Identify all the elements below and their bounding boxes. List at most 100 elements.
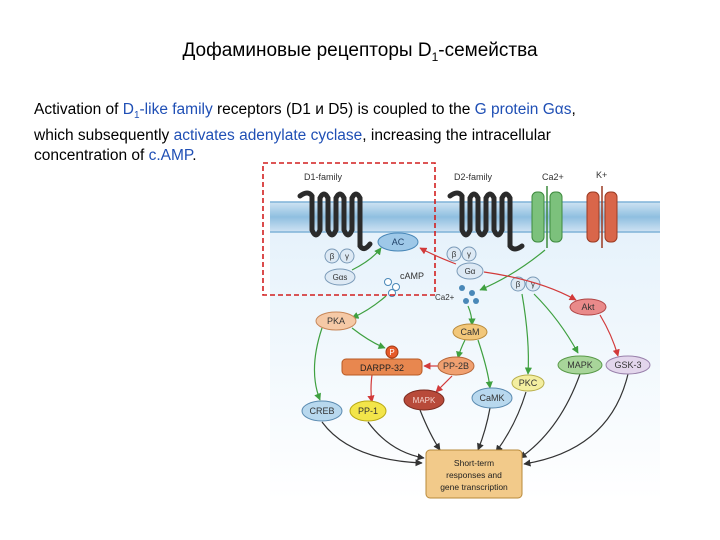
camp-molecule [384,278,392,286]
darpp32-node [341,358,423,376]
free-gamma-label: γ [531,280,535,289]
dopamine-signaling-diagram: D1-family D2-family Ca2+ K+ AC β γ Gαs c… [262,162,660,500]
camp-molecule [392,283,400,291]
camk-label: CaMK [479,393,504,403]
k-channel-label: K+ [596,170,607,180]
gas-label: Gαs [333,273,348,282]
text-segment: receptors (D1 и D5) is coupled to the [212,101,475,118]
pp1-label: PP-1 [358,406,378,416]
text-segment: . [192,147,197,165]
pka-label: PKA [327,316,345,326]
arrow-mapk-green-to-outcome [519,373,581,459]
gsk3-label: GSK-3 [614,360,641,370]
d2-g-gamma [461,246,477,262]
darpp-label: DARPP-32 [360,363,404,373]
creb-label: CREB [309,406,334,416]
arrow-gsk3-to-outcome [523,373,629,467]
arrow-pp2b-to-mapk-red [435,375,453,393]
ac-label: AC [392,237,405,247]
text-segment: concentration of [34,147,149,165]
d1-g-alpha-s [324,268,356,286]
camp-label: cAMP [400,271,424,281]
text-segment: , increasing the intracellular [362,127,551,145]
ca-channel-right [549,191,563,243]
arrow-mapk-red-to-outcome [419,409,441,451]
outcome-line-1: Short-term [454,458,494,468]
k-channel-right [604,191,618,243]
arrow-d2-to-ac [419,247,457,265]
text-link-d1: D1-like family [122,101,213,122]
arrow-camk-to-outcome [477,407,491,451]
ca2-label: Ca2+ [435,293,455,302]
slide-title: Дофаминовые рецепторы D1-семейства [0,40,720,64]
adenylate-cyclase [377,232,419,252]
arrow-gas-to-ac [351,247,382,271]
k-channel-left [586,191,600,243]
arrow-ga-to-akt [483,271,577,301]
d2-beta-label: β [452,250,457,259]
camk-node [471,387,513,409]
akt-label: Akt [581,302,595,312]
pkc-node [511,374,545,392]
ca-channel-label: Ca2+ [542,172,564,182]
d1-g-beta [324,248,340,264]
arrow-pp1-to-outcome [367,421,425,461]
gsk3-node [605,355,651,375]
d1-family-label: D1-family [304,172,343,182]
arrow-camp-to-pka [351,295,387,319]
mapk-green-label: MAPK [567,360,593,370]
arrow-cam-to-camk [477,339,493,389]
arrow-pka-to-p [351,327,386,349]
arrow-ca-channel-to-ca [479,249,546,291]
text-link-g-protein: G protein Gαs [474,101,572,118]
d1-receptor [297,190,373,252]
pp2b-label: PP-2B [443,361,469,371]
pp1-node [349,400,387,422]
d2-gamma-label: γ [467,250,471,259]
ga-label: Gα [465,267,476,276]
arrow-pkc-to-outcome [495,391,527,453]
calcium-ion [459,285,465,291]
cam-label: CaM [460,327,479,337]
pkc-label: PKC [519,378,538,388]
arrow-bg-to-mapk [533,293,579,354]
d1-gamma-label: γ [345,252,349,261]
arrow-akt-to-gsk3 [599,314,620,357]
ca-channel-left [531,191,545,243]
text-segment: , [571,101,576,118]
title-tail: -семейства [438,40,538,61]
d2-g-alpha [456,262,484,280]
free-g-beta [510,276,526,292]
text-segment: -like family [139,101,213,118]
pka-node [315,311,357,331]
d2-family-label: D2-family [454,172,493,182]
text-subscript: 1 [133,110,140,122]
calcium-ion [463,298,469,304]
arrow-creb-to-outcome [321,421,423,467]
outcome-line-2: responses and [446,470,502,480]
calcium-ion [473,298,479,304]
d2-receptor [447,190,525,252]
slide-body-text: Activation of D1-like family receptors (… [34,100,694,166]
title-main: Дофаминовые рецепторы D [182,40,432,61]
text-segment: D [122,101,134,118]
mapk-red-label: MAPK [413,396,436,405]
cam-node [452,323,488,341]
p-label: P [389,348,394,357]
arrow-ca-to-cam [467,305,476,326]
creb-node [301,400,343,422]
outcome-box [425,449,523,499]
phosphate-node [385,345,399,359]
text-segment: which subsequently [34,127,174,145]
d2-g-beta [446,246,462,262]
text-link-adenylate-cyclase: activates adenylate cyclase [173,127,363,145]
mapk-green-node [557,355,603,375]
free-beta-label: β [516,280,521,289]
text-segment: Activation of [34,101,123,118]
arrow-darpp-to-pp1 [367,374,375,403]
text-link-camp: c.AMP [148,147,193,165]
arrow-bg-to-pkc [521,293,532,375]
pp2b-node [437,356,475,376]
akt-node [569,298,607,316]
calcium-ion [469,290,475,296]
